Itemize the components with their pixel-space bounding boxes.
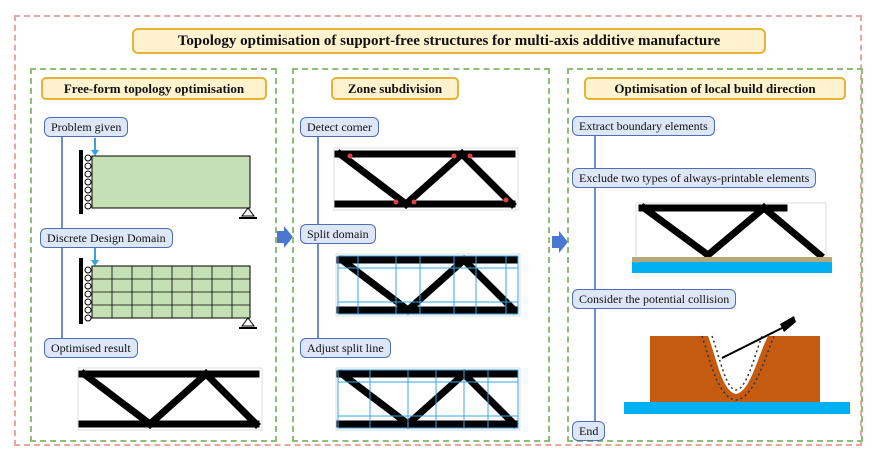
flow-arrow-1: [277, 226, 293, 248]
adjusted-split-figure: [335, 367, 521, 431]
step-end: End: [572, 421, 606, 441]
step-adjust-split-line: Adjust split line: [300, 338, 391, 358]
panel-topology-optimisation: [30, 68, 277, 442]
discretised-domain-figure: [79, 248, 257, 329]
step-consider-collision: Consider the potential collision: [572, 289, 737, 309]
split-domain-figure: [335, 253, 521, 317]
diagram-title: Topology optimisation of support-free st…: [132, 28, 766, 54]
panel1-title: Free-form topology optimisation: [41, 77, 267, 100]
detected-corners-figure: [333, 147, 519, 211]
step-extract-boundary: Extract boundary elements: [572, 116, 715, 136]
collision-check-figure: [624, 316, 850, 414]
step-optimised-result: Optimised result: [44, 338, 138, 358]
panel-local-build-direction: [567, 68, 863, 442]
optimised-truss-figure: [77, 367, 263, 431]
step-discrete-design-domain: Discrete Design Domain: [40, 228, 173, 248]
step-problem-given: Problem given: [44, 117, 129, 137]
panel2-title: Zone subdivision: [331, 77, 459, 100]
truss-on-build-plate-figure: [632, 202, 832, 273]
design-domain-figure: [79, 138, 257, 219]
flow-arrow-2: [552, 231, 568, 253]
panel-zone-subdivision: [292, 68, 550, 442]
panel3-title: Optimisation of local build direction: [584, 77, 846, 100]
flow-line: [594, 133, 596, 423]
step-exclude-always-printable: Exclude two types of always-printable el…: [572, 168, 817, 188]
step-split-domain: Split domain: [300, 224, 376, 244]
step-detect-corner: Detect corner: [300, 117, 379, 137]
